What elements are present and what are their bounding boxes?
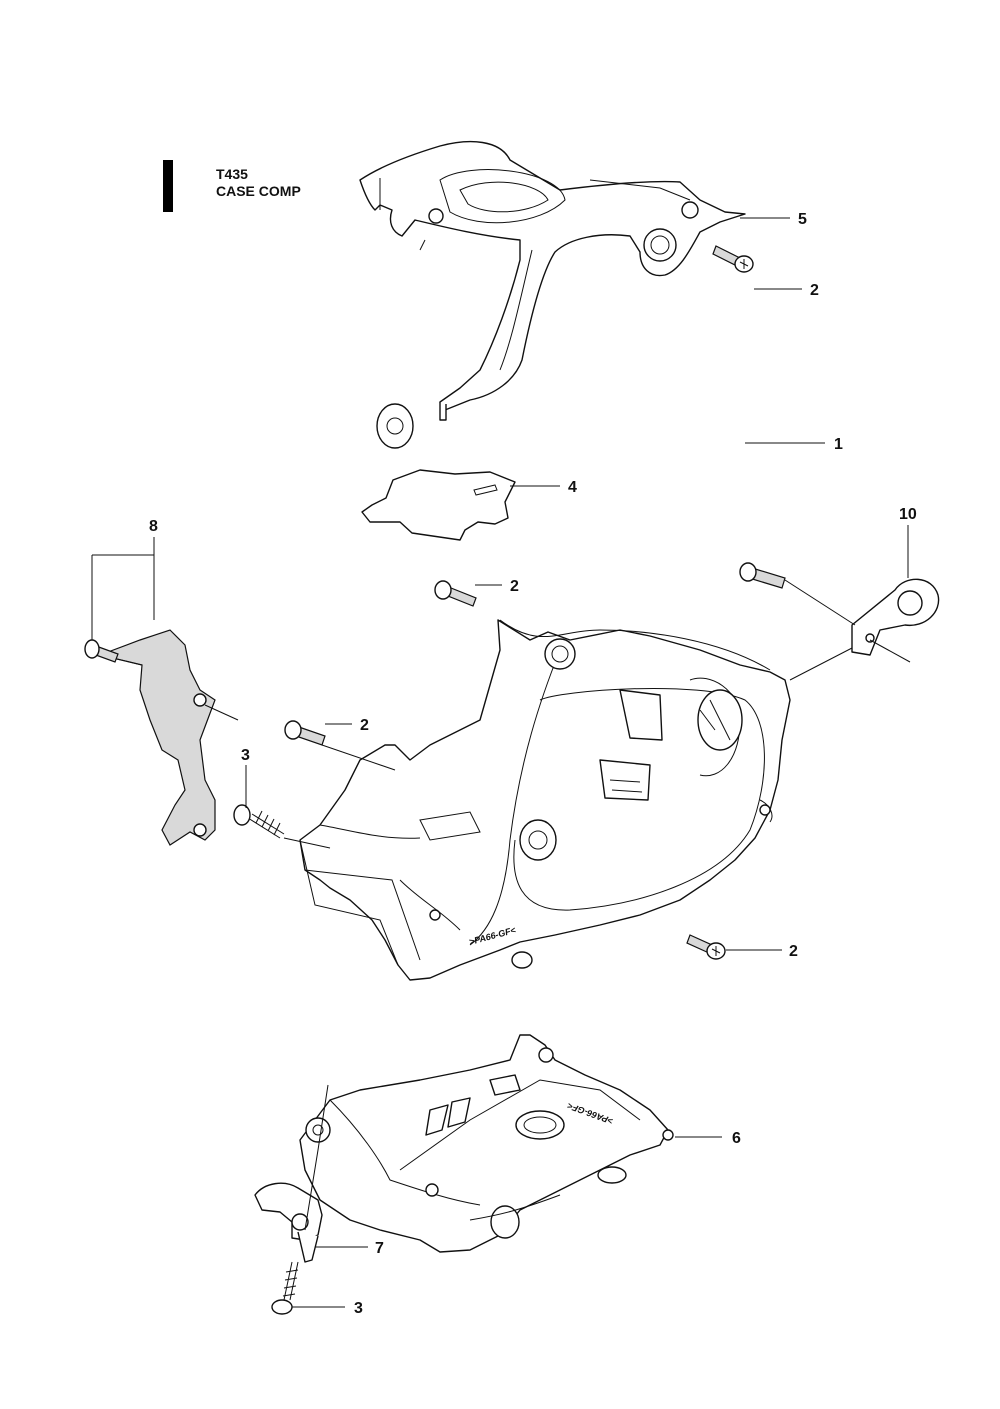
crankcase-part: >PA66-GF< [299,403,791,981]
title-bar [163,160,173,212]
cable-lug-part [851,578,940,656]
callout-4: 4 [568,479,577,496]
section-label: CASE COMP [216,183,301,199]
top-handle-part [359,141,746,421]
callout-10: 10 [899,506,917,523]
callout-2: 2 [510,578,519,595]
spring-screw-part [233,804,285,839]
bottom-cover-part: >PA66-GF< [299,1034,674,1253]
callout-1: 1 [834,436,843,453]
screw-part [686,934,726,960]
clip-part [254,1182,323,1263]
diagram-title: T435 CASE COMP [216,166,301,200]
callout-3: 3 [241,747,250,764]
screw-part [712,245,754,273]
callout-8: 8 [149,518,158,535]
screw-part [739,562,786,589]
heat-shield-part [97,629,216,846]
callout-2: 2 [810,282,819,299]
callout-labels: 5 2 4 8 10 2 2 3 1 2 6 7 3 [149,211,917,1317]
callout-2: 2 [789,943,798,960]
gasket-part [361,469,516,541]
model-label: T435 [216,166,248,182]
spring-screw-part [271,1261,299,1315]
leader-lines [91,217,911,1308]
screw-part [284,720,326,746]
screw-part [434,580,477,607]
callout-6: 6 [732,1130,741,1147]
callout-2: 2 [360,717,369,734]
callout-5: 5 [798,211,807,228]
callout-7: 7 [375,1240,384,1257]
callout-3: 3 [354,1300,363,1317]
